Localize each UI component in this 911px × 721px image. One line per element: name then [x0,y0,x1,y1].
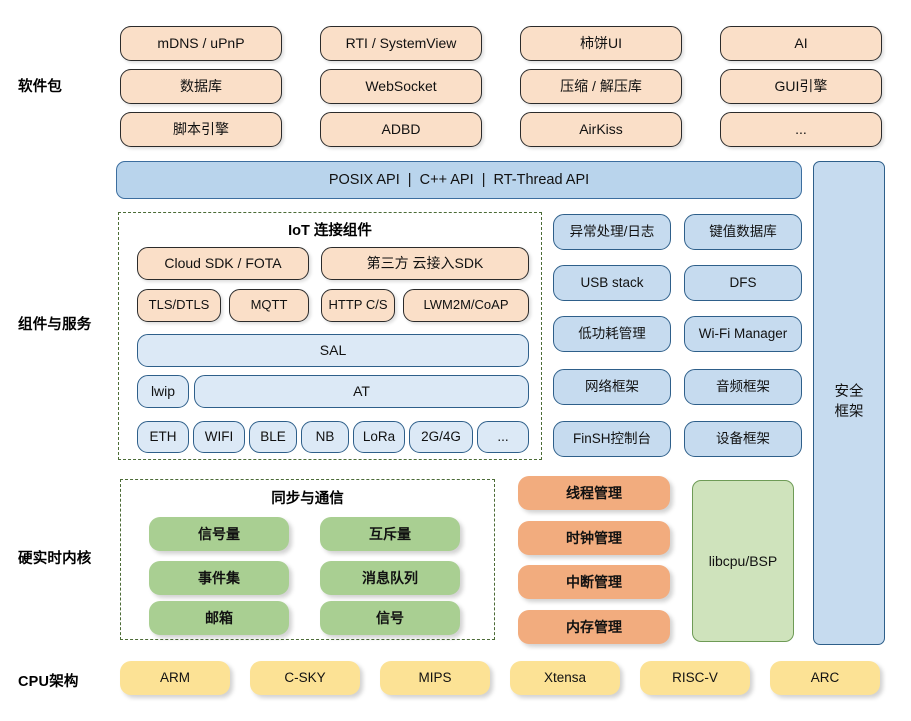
security-framework-column[interactable]: 安全 框架 [813,161,885,645]
iot-protocol-chip[interactable]: HTTP C/S [321,289,395,322]
cpu-arch-chip[interactable]: ARM [120,661,230,695]
package-chip[interactable]: ... [720,112,882,147]
component-chip[interactable]: 设备框架 [684,421,802,457]
link-chip[interactable]: LoRa [353,421,405,453]
component-chip[interactable]: 异常处理/日志 [553,214,671,250]
iot-sdk-chip[interactable]: 第三方 云接入SDK [321,247,529,280]
kernel-sync-chip[interactable]: 信号 [320,601,460,635]
package-chip[interactable]: AI [720,26,882,61]
sal-chip[interactable]: SAL [137,334,529,367]
component-chip[interactable]: DFS [684,265,802,301]
kernel-sync-box [120,479,495,640]
link-chip[interactable]: ETH [137,421,189,453]
row-label-components-services: 组件与服务 [18,317,92,333]
security-framework-line1: 安全 [834,384,864,401]
iot-group-box [118,212,542,460]
cpu-arch-chip[interactable]: MIPS [380,661,490,695]
kernel-sync-chip[interactable]: 事件集 [149,561,289,595]
kernel-sync-chip[interactable]: 互斥量 [320,517,460,551]
package-chip[interactable]: ADBD [320,112,482,147]
cpu-arch-chip[interactable]: Xtensa [510,661,620,695]
iot-protocol-chip[interactable]: LWM2M/CoAP [403,289,529,322]
cpu-arch-chip[interactable]: C-SKY [250,661,360,695]
kernel-sync-chip[interactable]: 信号量 [149,517,289,551]
at-chip[interactable]: AT [194,375,529,408]
iot-group-title: IoT 连接组件 [288,223,372,239]
row-label-software-packages: 软件包 [18,79,63,95]
component-chip[interactable]: 音频框架 [684,369,802,405]
security-framework-label: 安全 框架 [835,383,864,422]
kernel-sync-title: 同步与通信 [271,491,344,507]
package-chip[interactable]: GUI引擎 [720,69,882,104]
component-chip[interactable]: Wi-Fi Manager [684,316,802,352]
link-chip[interactable]: BLE [249,421,297,453]
link-chip[interactable]: WIFI [193,421,245,453]
iot-protocol-chip[interactable]: MQTT [229,289,309,322]
row-label-hard-realtime-kernel: 硬实时内核 [18,551,92,567]
kernel-sync-chip[interactable]: 消息队列 [320,561,460,595]
row-label-cpu-architecture: CPU架构 [18,674,79,690]
cpu-arch-chip[interactable]: RISC-V [640,661,750,695]
package-chip[interactable]: 脚本引擎 [120,112,282,147]
package-chip[interactable]: 柿饼UI [520,26,682,61]
api-bar: POSIX API | C++ API | RT-Thread API [116,161,802,199]
iot-sdk-chip[interactable]: Cloud SDK / FOTA [137,247,309,280]
lwip-chip[interactable]: lwip [137,375,189,408]
kernel-management-chip[interactable]: 线程管理 [518,476,670,510]
package-chip[interactable]: 压缩 / 解压库 [520,69,682,104]
package-chip[interactable]: AirKiss [520,112,682,147]
kernel-management-chip[interactable]: 时钟管理 [518,521,670,555]
package-chip[interactable]: 数据库 [120,69,282,104]
link-chip[interactable]: ... [477,421,529,453]
link-chip[interactable]: 2G/4G [409,421,473,453]
package-chip[interactable]: WebSocket [320,69,482,104]
package-chip[interactable]: mDNS / uPnP [120,26,282,61]
component-chip[interactable]: FinSH控制台 [553,421,671,457]
package-chip[interactable]: RTI / SystemView [320,26,482,61]
kernel-sync-chip[interactable]: 邮箱 [149,601,289,635]
kernel-management-chip[interactable]: 中断管理 [518,565,670,599]
link-chip[interactable]: NB [301,421,349,453]
security-framework-line2: 框架 [834,404,864,420]
iot-protocol-chip[interactable]: TLS/DTLS [137,289,221,322]
component-chip[interactable]: USB stack [553,265,671,301]
libcpu-bsp-block[interactable]: libcpu/BSP [692,480,794,642]
cpu-arch-chip[interactable]: ARC [770,661,880,695]
kernel-management-chip[interactable]: 内存管理 [518,610,670,644]
component-chip[interactable]: 键值数据库 [684,214,802,250]
component-chip[interactable]: 网络框架 [553,369,671,405]
component-chip[interactable]: 低功耗管理 [553,316,671,352]
